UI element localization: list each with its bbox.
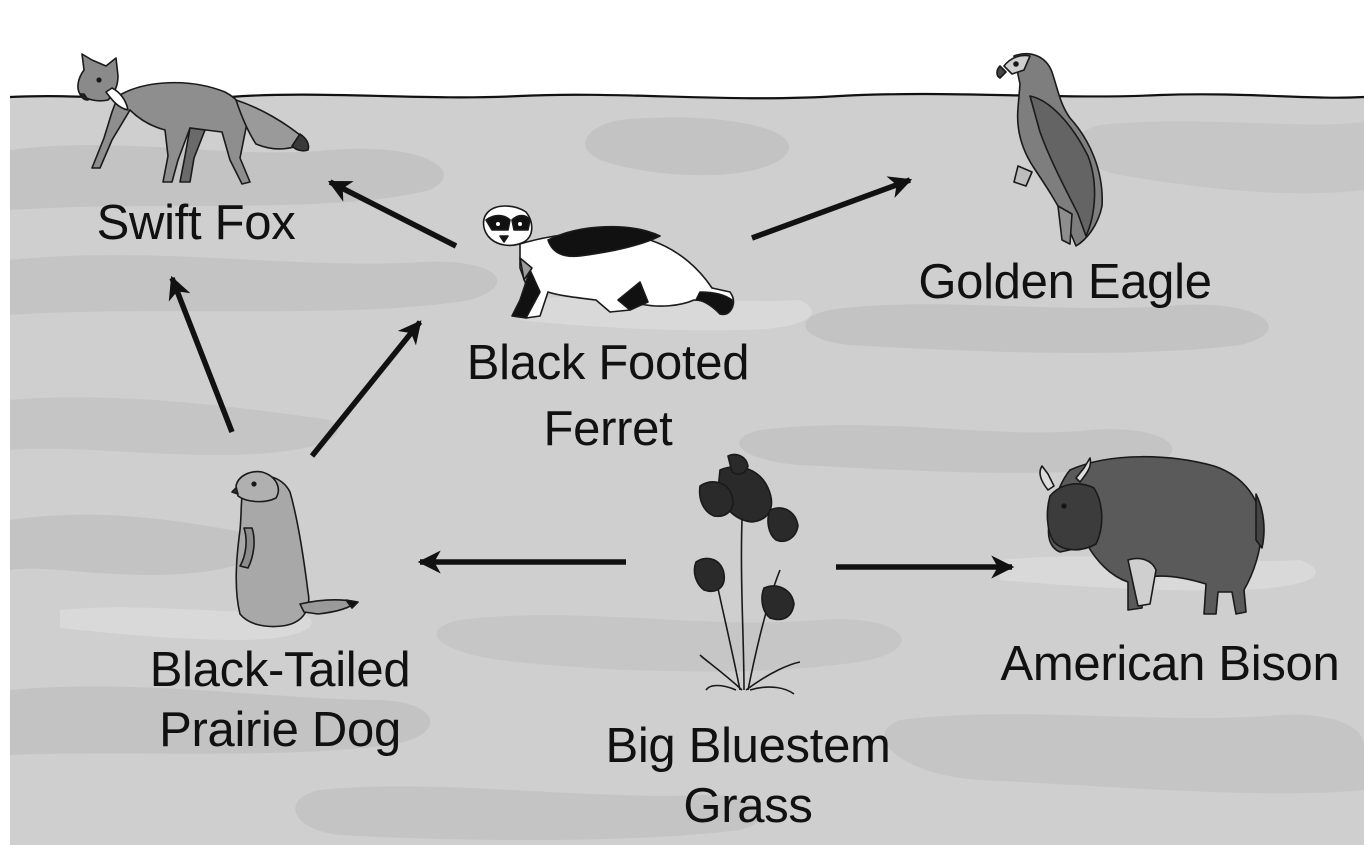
big-bluestem-label: Big Bluestem Grass	[560, 716, 936, 836]
black-footed-ferret-label: Black Footed Ferret	[420, 333, 796, 459]
golden-eagle-label-line1: Golden Eagle	[880, 252, 1250, 312]
prairie-dog-label: Black-Tailed Prairie Dog	[110, 640, 450, 760]
ferret-label-line2: Ferret	[420, 399, 796, 459]
ferret-label-line1: Black Footed	[420, 333, 796, 393]
swift-fox-label-line1: Swift Fox	[56, 193, 336, 253]
swift-fox-label: Swift Fox	[56, 193, 336, 253]
prairie-dog-label-line2: Prairie Dog	[110, 700, 450, 760]
prairie-dog-label-line1: Black-Tailed	[110, 640, 450, 700]
big-bluestem-label-line2: Grass	[560, 776, 936, 836]
american-bison-label-line1: American Bison	[980, 634, 1360, 694]
golden-eagle-label: Golden Eagle	[880, 252, 1250, 312]
american-bison-label: American Bison	[980, 634, 1360, 694]
big-bluestem-label-line1: Big Bluestem	[560, 716, 936, 776]
